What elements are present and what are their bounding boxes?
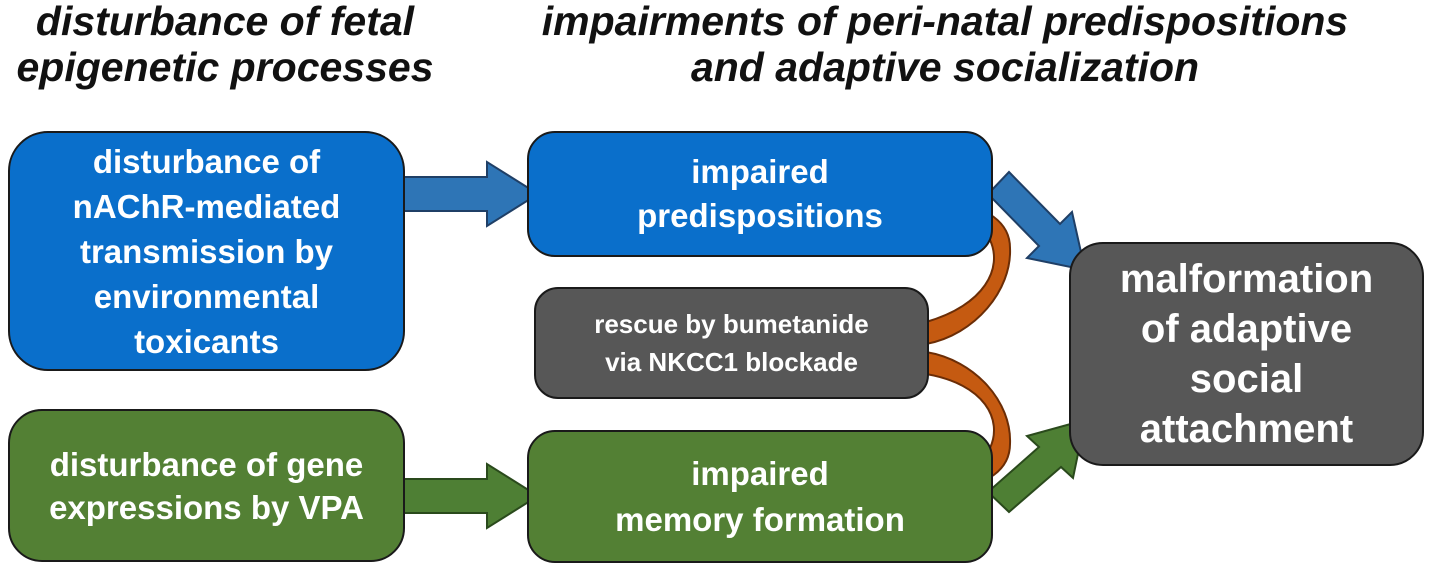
box-bumetanide-rescue: rescue by bumetanide via NKCC1 blockade [534, 287, 929, 399]
heading-fetal-epigenetic: disturbance of fetal epigenetic processe… [0, 0, 450, 90]
box-impaired-predispositions: impaired predispositions [527, 131, 993, 257]
box-nachr-line: environmental [93, 277, 320, 315]
box-vpa-line: disturbance of gene [49, 445, 364, 483]
heading-right-line-1: impairments of peri-natal predisposition… [541, 0, 1349, 44]
box-predispositions-line: impaired [691, 153, 829, 190]
box-malformation-line: social [1189, 357, 1304, 401]
box-malformation-line: malformation [1119, 257, 1374, 301]
arrow-vpa-to-memory [399, 462, 540, 530]
box-predispositions-line: predispositions [637, 197, 883, 234]
box-vpa-disturbance: disturbance of gene expressions by VPA [8, 409, 405, 562]
box-malformation-attachment: malformation of adaptive social attachme… [1069, 242, 1424, 466]
heading-right-line-2: and adaptive socialization [690, 44, 1200, 90]
box-memory-line: impaired [691, 454, 829, 492]
arrow-nachr-to-predispositions [399, 160, 540, 228]
arrow-predispositions-to-malformation [986, 170, 1087, 272]
box-nachr-disturbance: disturbance of nAChR-mediated transmissi… [8, 131, 405, 371]
box-nachr-line: transmission by [79, 232, 334, 270]
box-rescue-line: via NKCC1 blockade [605, 347, 858, 377]
box-rescue-line: rescue by bumetanide [594, 309, 869, 339]
box-memory-line: memory formation [615, 500, 905, 538]
box-nachr-line: nAChR-mediated [72, 187, 341, 225]
heading-left-line-2: epigenetic processes [16, 44, 434, 90]
box-malformation-line: of adaptive [1140, 307, 1353, 351]
box-nachr-line: disturbance of [92, 142, 321, 180]
box-vpa-line: expressions by VPA [49, 488, 364, 526]
box-nachr-line: toxicants [134, 322, 279, 360]
box-malformation-line: attachment [1139, 407, 1354, 451]
heading-perinatal-impairments: impairments of peri-natal predisposition… [520, 0, 1370, 90]
box-impaired-memory: impaired memory formation [527, 430, 993, 563]
heading-left-line-1: disturbance of fetal [35, 0, 415, 44]
